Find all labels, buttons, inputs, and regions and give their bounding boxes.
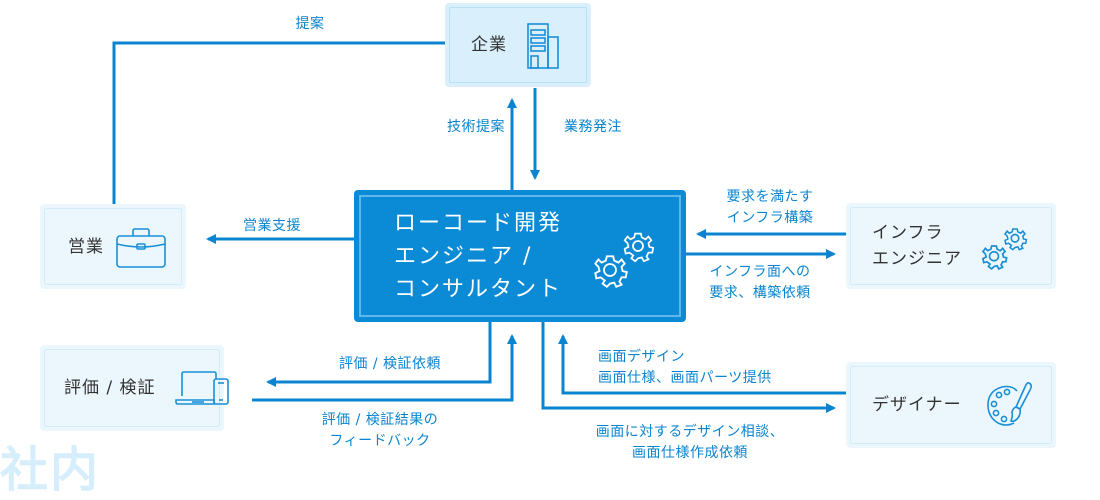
gears-icon: [594, 232, 655, 289]
building-icon: [527, 23, 559, 69]
edge-label-tech-proposal: 技術提案: [447, 119, 505, 135]
edge-design-request: [541, 322, 836, 413]
edge-label-design-provide: 画面デザイン 画面仕様、画面パーツ提供: [598, 349, 772, 386]
edge-label-eval-feedback: 評価 / 検証結果の フィードバック: [321, 412, 439, 449]
node-designer: デザイナー: [846, 362, 1056, 448]
edge-label-business-order: 業務発注: [564, 119, 622, 135]
edge-label-eval-request: 評価 / 検証依頼: [338, 356, 442, 372]
edge-design-provide: [558, 334, 846, 395]
laptop-phone-icon: [175, 371, 229, 405]
node-infra: インフラ エンジニア: [846, 203, 1056, 289]
node-evaluation: 評価 / 検証: [40, 345, 229, 431]
briefcase-icon: [116, 228, 166, 268]
node-company-label: 企業: [471, 35, 507, 55]
node-company: 企業: [445, 3, 591, 87]
edge-label-design-request: 画面に対するデザイン相談、 画面仕様作成依頼: [595, 424, 785, 461]
gears-icon: [981, 228, 1028, 270]
node-sales-label: 営業: [68, 237, 104, 257]
node-designer-label: デザイナー: [872, 395, 962, 415]
node-center-label: ローコード開発 エンジニア / コンサルタント: [394, 211, 563, 302]
edge-label-infra-build: 要求を満たす インフラ構築: [726, 189, 814, 226]
node-infra-label: インフラ エンジニア: [872, 223, 962, 269]
edge-label-infra-request: インフラ面への 要求、構築依頼: [709, 264, 811, 301]
edge-eval-request: [266, 322, 492, 387]
edge-label-proposal: 提案: [295, 16, 325, 32]
palette-icon: [987, 382, 1033, 426]
node-center: ローコード開発 エンジニア / コンサルタント: [354, 190, 686, 322]
watermark-internal: 社内: [0, 442, 101, 498]
edge-label-sales-support: 営業支援: [243, 218, 301, 234]
node-evaluation-label: 評価 / 検証: [64, 378, 156, 398]
edge-eval-feedback: [252, 334, 517, 402]
node-sales: 営業: [40, 204, 186, 289]
edge-proposal: [112, 41, 447, 204]
